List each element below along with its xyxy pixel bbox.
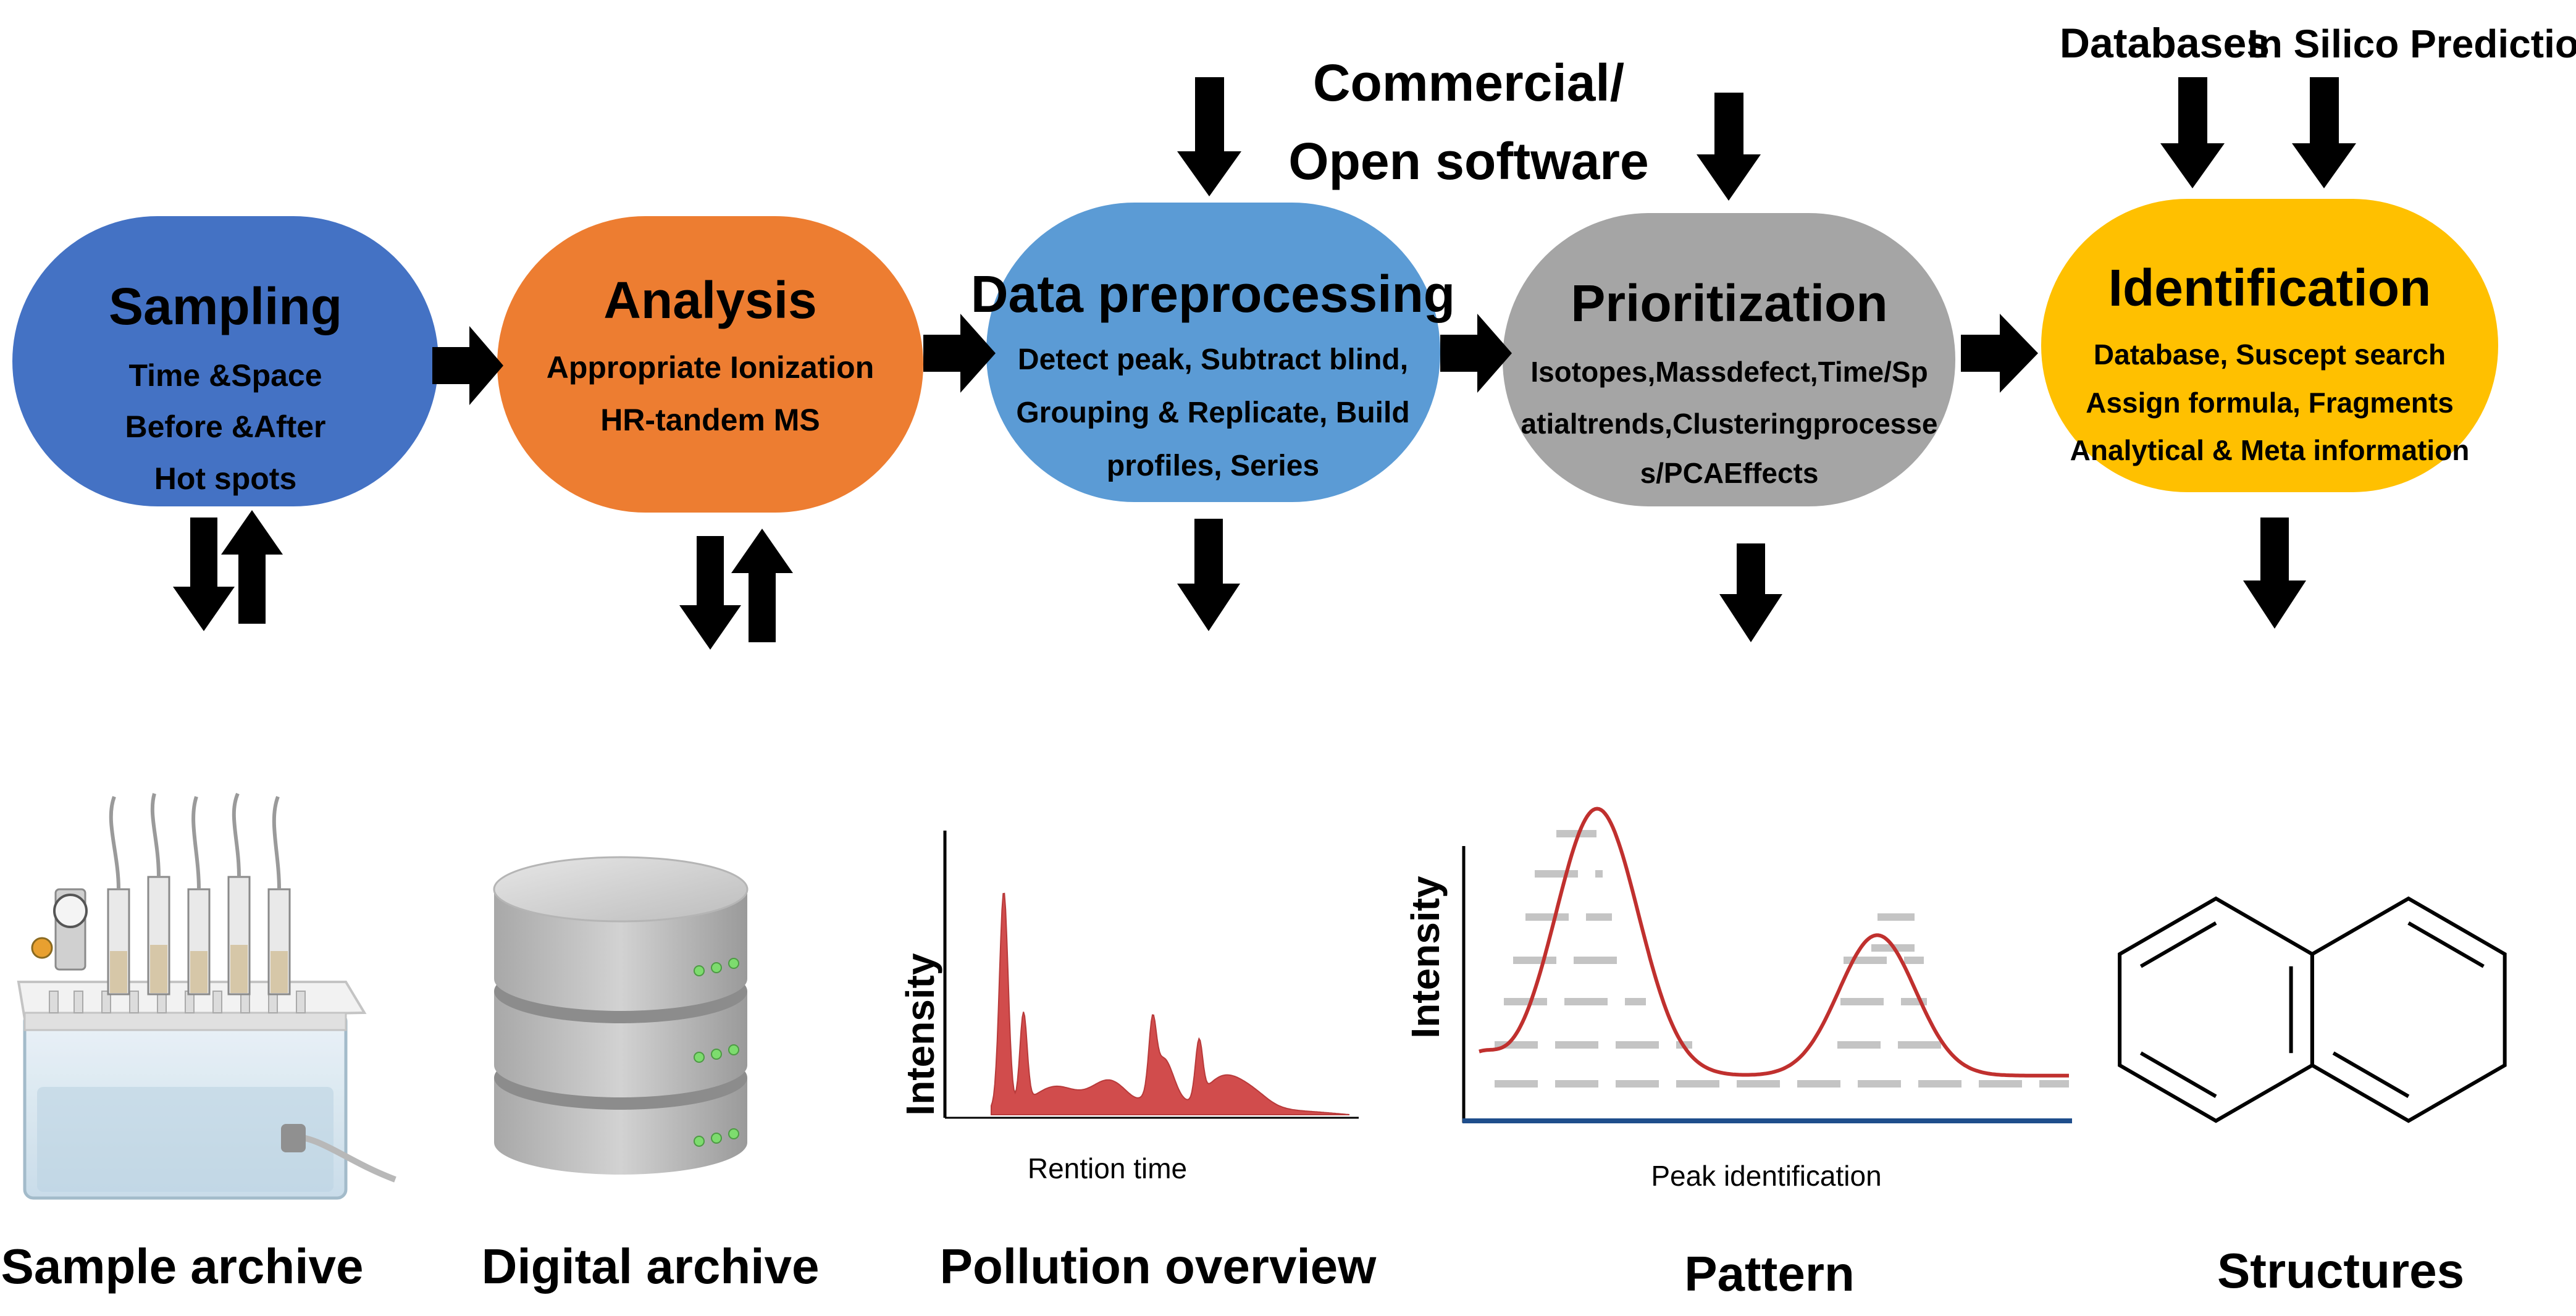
- right-arrow-icon: [923, 314, 996, 393]
- caption-pollution-overview: Pollution overview: [940, 1239, 1377, 1294]
- stage-line: atialtrends,Clusteringprocesse: [1521, 408, 1938, 440]
- chromatogram-icon: Intensity Rention time: [898, 831, 1359, 1184]
- double-bond: [2407, 921, 2485, 968]
- chromatogram-ylabel: Intensity: [898, 953, 942, 1116]
- stage-prioritization: Prioritization Isotopes,Massdefect,Time/…: [1503, 213, 1955, 506]
- input-arrows: [1177, 77, 2356, 201]
- caption-sample-archive: Sample archive: [1, 1239, 364, 1294]
- stage-sampling: Sampling Time &Space Before &After Hot s…: [12, 216, 438, 506]
- stage-line: Time &Space: [128, 358, 322, 393]
- output-arrows: [173, 510, 2306, 650]
- down-arrow-icon: [1177, 77, 1241, 196]
- stage-line: Before &After: [125, 409, 325, 444]
- stage-line: Assign formula, Fragments: [2086, 387, 2454, 419]
- in-silico-label: In Silico Prediction: [2247, 22, 2576, 66]
- analysis-pill: [497, 216, 923, 513]
- right-arrow-icon: [1961, 314, 2038, 393]
- stage-line: HR-tandem MS: [600, 403, 820, 437]
- benzene-ring-right: [2310, 896, 2507, 1123]
- databases-label: Databases: [2060, 20, 2270, 67]
- up-arrow-icon: [731, 529, 793, 642]
- chromatogram-xlabel: Rention time: [1028, 1152, 1187, 1184]
- database-icon: [493, 856, 749, 1175]
- caption-pattern: Pattern: [1684, 1246, 1855, 1301]
- naphthalene-icon: [2118, 896, 2507, 1123]
- stage-title: Data preprocessing: [971, 265, 1455, 323]
- double-bond: [2139, 1051, 2217, 1098]
- stage-preprocessing: Data preprocessing Detect peak, Subtract…: [971, 203, 1455, 502]
- right-arrow-icon: [432, 326, 503, 405]
- stage-line: Appropriate Ionization: [547, 350, 875, 385]
- stage-title: Prioritization: [1571, 274, 1887, 332]
- sampling-pill: [12, 216, 438, 506]
- stage-line: Analytical & Meta information: [2070, 434, 2470, 466]
- stage-line: Detect peak, Subtract blind,: [1018, 343, 1408, 376]
- caption-structures: Structures: [2217, 1243, 2464, 1298]
- prioritization-pill: [1503, 213, 1955, 506]
- stage-identification: Identification Database, Suscept search …: [2041, 199, 2498, 492]
- flow-arrows: [432, 314, 2038, 405]
- stage-line: Grouping & Replicate, Build: [1016, 396, 1409, 429]
- stage-line: s/PCAEffects: [1640, 457, 1819, 489]
- down-arrow-icon: [1697, 93, 1761, 201]
- stage-title: Identification: [2108, 259, 2431, 317]
- pattern-ylabel: Intensity: [1403, 876, 1448, 1039]
- double-bond: [2332, 1051, 2410, 1098]
- stage-line: profiles, Series: [1107, 450, 1319, 482]
- stage-line: Hot spots: [154, 461, 297, 496]
- software-label: Commercial/: [1313, 54, 1624, 112]
- down-arrow-icon: [1177, 519, 1240, 631]
- stage-title: Sampling: [109, 277, 342, 335]
- syringe-rack-icon: [17, 792, 396, 1200]
- peak-curve: [1479, 807, 2069, 1078]
- up-arrow-icon: [221, 510, 283, 624]
- pattern-xlabel: Peak identification: [1651, 1160, 1881, 1192]
- down-arrow-icon: [2160, 77, 2225, 188]
- peak-dash-lines: [1495, 830, 2069, 1088]
- peak-pattern-icon: Intensity Peak identification: [1403, 807, 2072, 1192]
- stage-analysis: Analysis Appropriate Ionization HR-tande…: [497, 216, 923, 513]
- down-arrow-icon: [2292, 77, 2356, 188]
- stage-line: Database, Suscept search: [2094, 338, 2446, 371]
- down-arrow-icon: [2243, 518, 2306, 629]
- identification-pill: [2041, 199, 2498, 492]
- software-label: Open software: [1288, 132, 1648, 190]
- preprocessing-pill: [986, 203, 1440, 502]
- down-arrow-icon: [173, 518, 235, 631]
- down-arrow-icon: [1719, 543, 1782, 642]
- benzene-ring-left: [2118, 896, 2314, 1123]
- right-arrow-icon: [1440, 314, 1512, 393]
- chromatogram-trace: [991, 892, 1350, 1115]
- double-bond: [2139, 921, 2217, 968]
- caption-digital-archive: Digital archive: [482, 1239, 820, 1294]
- stage-title: Analysis: [603, 271, 817, 329]
- down-arrow-icon: [679, 536, 741, 650]
- stage-line: Isotopes,Massdefect,Time/Sp: [1530, 356, 1928, 388]
